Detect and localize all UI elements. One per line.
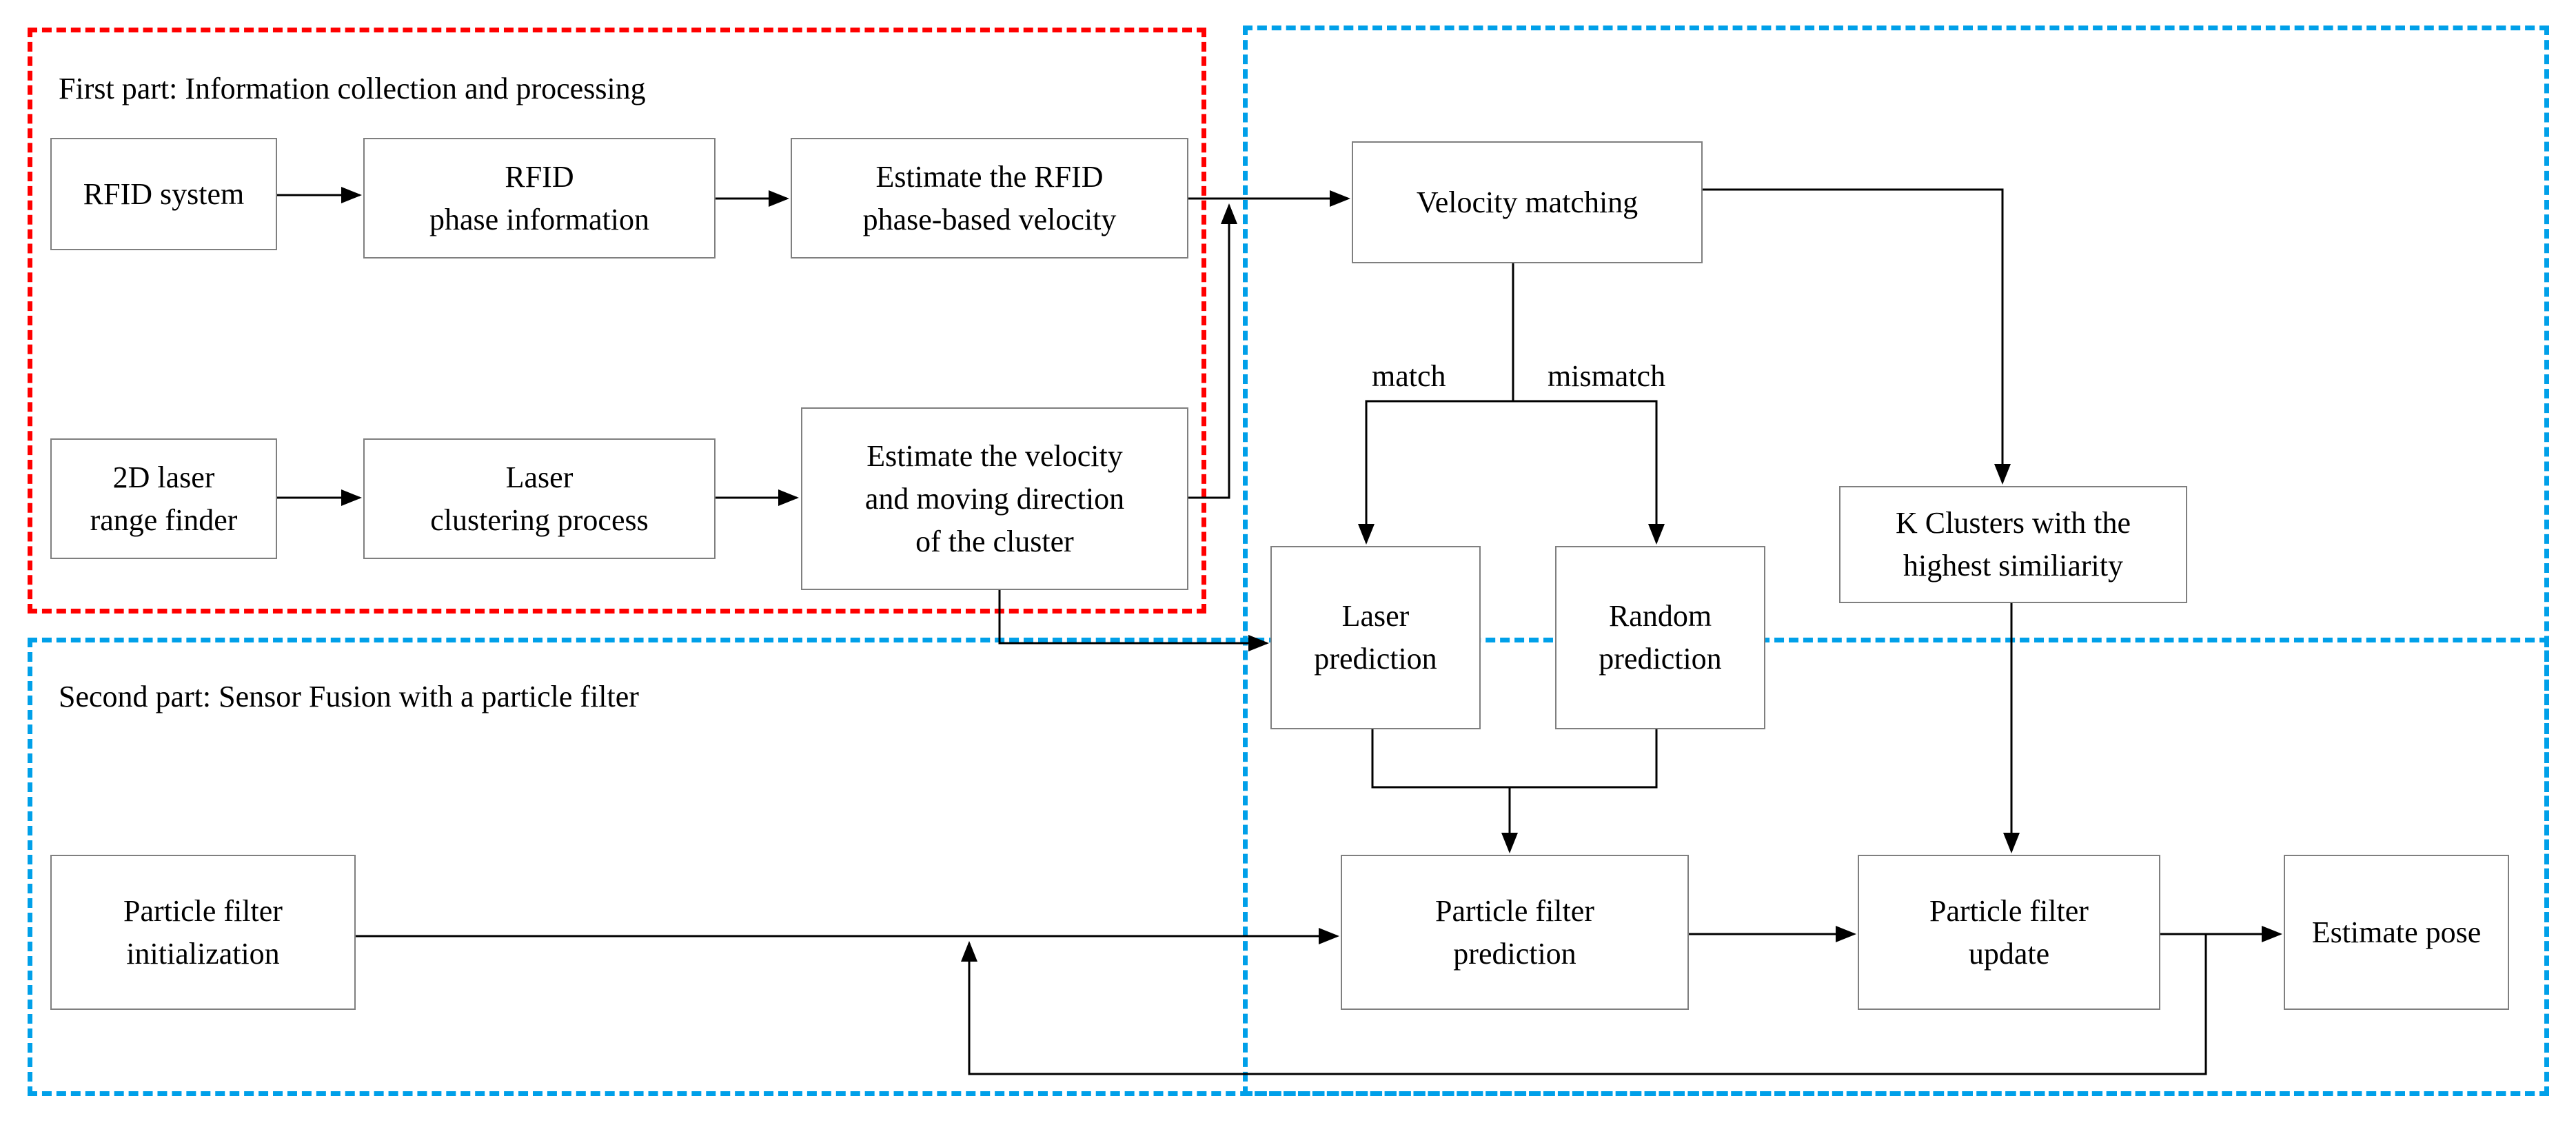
velocity-matching-box: Velocity matching — [1352, 141, 1703, 263]
pf-update-box: Particle filter update — [1858, 855, 2160, 1010]
rfid-phase-information-box: RFID phase information — [363, 138, 716, 259]
laser-clustering-box: Laser clustering process — [363, 438, 716, 559]
match-label: match — [1372, 359, 1446, 393]
mismatch-label: mismatch — [1548, 359, 1666, 393]
laser-range-finder-box: 2D laser range finder — [50, 438, 277, 559]
arrow-mismatch-to-random-prediction — [1513, 400, 1665, 545]
k-clusters-box: K Clusters with the highest similiarity — [1839, 486, 2187, 603]
arrow-matching-to-k-clusters — [1703, 188, 2011, 485]
estimate-cluster-velocity-box: Estimate the velocity and moving directi… — [801, 407, 1188, 590]
first-part-title: First part: Information collection and p… — [59, 72, 646, 105]
arrow-cluster-velocity-to-laser-prediction — [998, 590, 1269, 651]
arrow-feedback-loop — [961, 934, 2207, 1075]
estimate-rfid-velocity-box: Estimate the RFID phase-based velocity — [791, 138, 1188, 259]
line-laser-prediction-merge — [1371, 729, 1658, 789]
second-part-title: Second part: Sensor Fusion with a partic… — [59, 680, 639, 713]
random-prediction-box: Random prediction — [1555, 546, 1765, 729]
estimate-pose-box: Estimate pose — [2284, 855, 2509, 1010]
arrow-match-to-laser-prediction — [1358, 400, 1513, 545]
first-part-region — [28, 28, 1206, 614]
pf-prediction-box: Particle filter prediction — [1341, 855, 1689, 1010]
arrow-cluster-velocity-to-matching — [1188, 203, 1237, 499]
pf-initialization-box: Particle filter initialization — [50, 855, 356, 1010]
rfid-system-box: RFID system — [50, 138, 277, 250]
laser-prediction-box: Laser prediction — [1270, 546, 1481, 729]
